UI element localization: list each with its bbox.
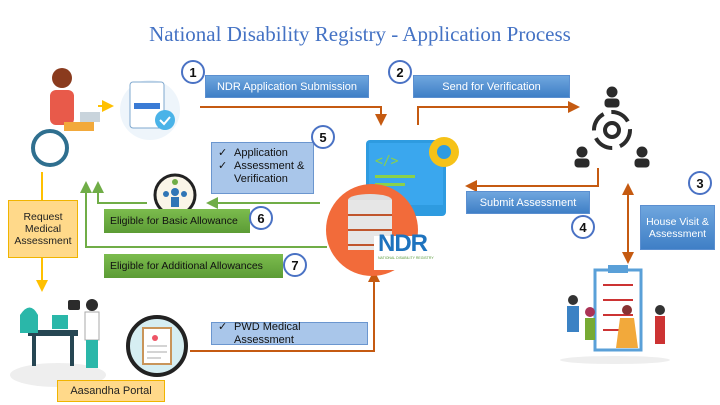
- arrow-additional-allowance: [80, 181, 327, 248]
- step-3-badge: 3: [688, 171, 712, 195]
- step-5-badge: 5: [311, 125, 335, 149]
- wheelchair-user-icon: [31, 68, 100, 167]
- step-6-badge: 6: [249, 206, 273, 230]
- arrow-basic-to-user: [92, 181, 147, 204]
- ndr-logo-subtext: NATIONAL DISABILITY REGISTRY: [378, 256, 434, 260]
- step-eligible-basic-allowance: Eligible for Basic Allowance: [104, 209, 250, 233]
- step-house-visit-assessment: House Visit & Assessment: [640, 205, 715, 250]
- step-1-badge: 1: [181, 60, 205, 84]
- ndr-logo-text: NDR: [378, 230, 428, 257]
- arrow-submit-assessment: [465, 168, 599, 192]
- doctor-desk-icon: [10, 299, 106, 387]
- checklist-item: PWD Medical Assessment: [218, 321, 361, 347]
- request-medical-assessment: Request Medical Assessment: [8, 200, 78, 258]
- step-eligible-additional-allowances: Eligible for Additional Allowances: [104, 254, 283, 278]
- svg-text:</>: </>: [375, 154, 399, 169]
- ndr-logo: NDR NATIONAL DISABILITY REGISTRY: [378, 232, 450, 268]
- step-4-badge: 4: [571, 215, 595, 239]
- step-assessment-checklist: Application Assessment & Verification: [211, 142, 314, 194]
- register-icon: [120, 80, 180, 140]
- arrow-submission: [200, 106, 387, 126]
- checklist-item: Assessment & Verification: [218, 160, 307, 186]
- arrow-send-verification: [417, 101, 580, 125]
- verification-network-icon: [574, 86, 650, 168]
- ndr-system-icon: </>: [326, 137, 459, 276]
- house-visit-checklist-icon: [560, 265, 670, 364]
- medical-clipboard-icon: [126, 315, 188, 377]
- checklist-item: Application: [218, 147, 307, 160]
- step-send-for-verification: Send for Verification: [413, 75, 570, 98]
- step-ndr-application-submission: NDR Application Submission: [205, 75, 369, 98]
- step-7-badge: 7: [283, 253, 307, 277]
- step-submit-assessment: Submit Assessment: [466, 191, 590, 214]
- step-2-badge: 2: [388, 60, 412, 84]
- aasandha-portal-label: Aasandha Portal: [57, 380, 165, 402]
- diagram-title: National Disability Registry - Applicati…: [149, 22, 571, 46]
- arrow-pwd-assessment: [190, 270, 380, 352]
- pwd-medical-assessment: PWD Medical Assessment: [211, 321, 368, 347]
